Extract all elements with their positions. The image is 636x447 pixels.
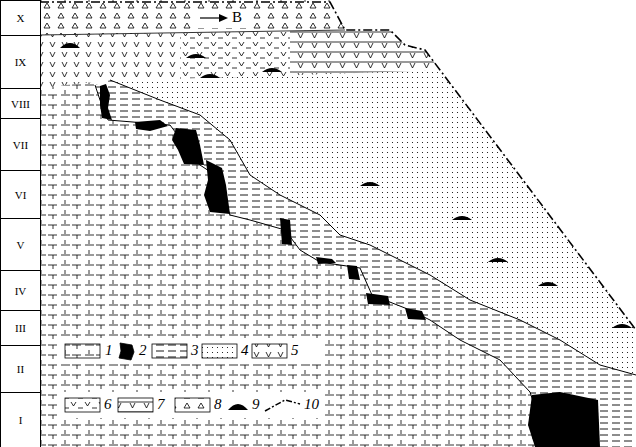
stage-numeral: IV bbox=[15, 285, 27, 297]
stage-numeral: VI bbox=[15, 189, 27, 201]
legend-number: 6 bbox=[102, 397, 114, 412]
stage-cell: VIII bbox=[0, 88, 41, 119]
stage-cell: VI bbox=[0, 170, 41, 219]
legend-swatches bbox=[60, 338, 322, 418]
legend-number: 9 bbox=[250, 397, 262, 412]
legend-number: 8 bbox=[212, 397, 224, 412]
direction-arrow bbox=[196, 10, 248, 28]
stage-numeral: V bbox=[17, 239, 25, 251]
legend-number: 3 bbox=[189, 343, 201, 358]
stage-numeral: X bbox=[17, 12, 25, 24]
boundary-lines bbox=[40, 2, 636, 447]
stage-numeral: I bbox=[19, 414, 23, 426]
stage-cell: I bbox=[0, 392, 41, 447]
legend-number: 7 bbox=[155, 397, 167, 412]
stage-cell: IV bbox=[0, 270, 41, 311]
ore-bodies bbox=[60, 43, 632, 447]
stage-cell: VII bbox=[0, 118, 41, 171]
stage-cell: X bbox=[0, 0, 41, 36]
legend-number: 1 bbox=[103, 343, 115, 358]
rock-layers bbox=[40, 0, 636, 447]
legend-number: 2 bbox=[137, 343, 149, 358]
stage-numeral: VII bbox=[13, 139, 28, 151]
stage-numeral: VIII bbox=[11, 98, 30, 110]
stage-numeral: II bbox=[17, 363, 24, 375]
stage-numeral: IX bbox=[15, 56, 27, 68]
stage-cell: IX bbox=[0, 35, 41, 89]
legend-number: 4 bbox=[239, 343, 251, 358]
legend-number: 10 bbox=[302, 397, 321, 412]
stage-cell: III bbox=[0, 310, 41, 346]
stage-cell: II bbox=[0, 345, 41, 393]
direction-label: B bbox=[232, 10, 242, 25]
stage-cell: V bbox=[0, 218, 41, 271]
stage-numeral: III bbox=[15, 322, 26, 334]
legend-number: 5 bbox=[289, 343, 301, 358]
